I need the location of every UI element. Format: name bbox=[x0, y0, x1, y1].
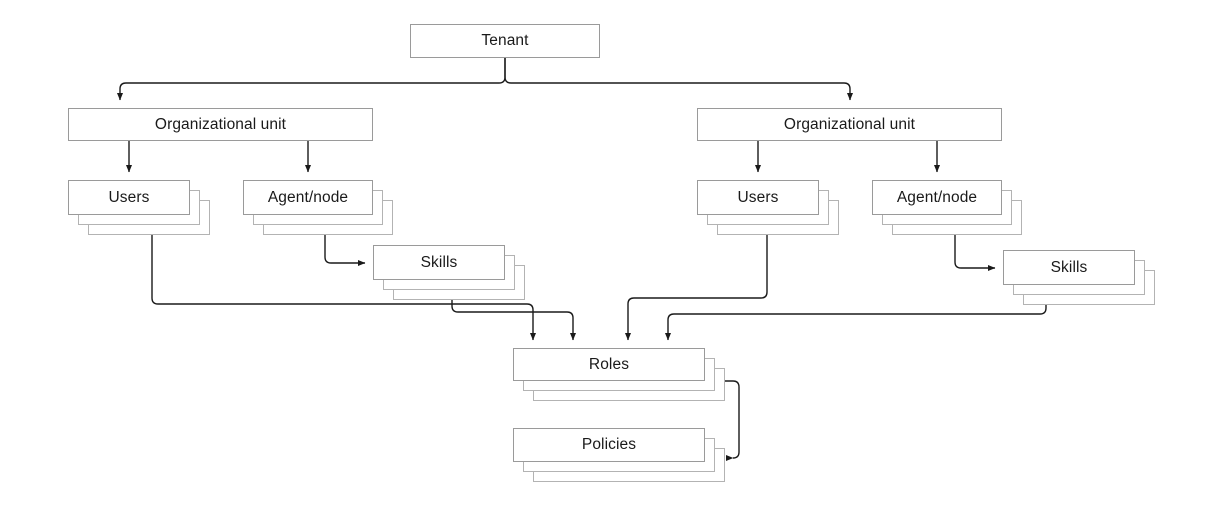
node-organizational-unit-right-label: Organizational unit bbox=[783, 115, 916, 133]
node-users-left-label: Users bbox=[108, 188, 150, 206]
edge-agent-right-to-skills-right bbox=[954, 235, 996, 272]
node-users-right-box[interactable]: Users bbox=[697, 180, 819, 215]
edge-agent-left-to-skills-left bbox=[324, 235, 366, 267]
edge-skills-left-to-roles bbox=[451, 300, 577, 341]
node-organizational-unit-left-label: Organizational unit bbox=[154, 115, 287, 133]
edge-tenant-to-ou-left bbox=[116, 58, 506, 101]
node-skills-left-label: Skills bbox=[420, 253, 458, 271]
node-users-right-label: Users bbox=[737, 188, 779, 206]
node-agent-node-left-box[interactable]: Agent/node bbox=[243, 180, 373, 215]
node-tenant-box[interactable]: Tenant bbox=[410, 24, 600, 58]
node-users-left-box[interactable]: Users bbox=[68, 180, 190, 215]
node-agent-node-right-label: Agent/node bbox=[896, 188, 978, 206]
node-skills-right-label: Skills bbox=[1050, 258, 1088, 276]
node-roles-label: Roles bbox=[588, 355, 630, 373]
node-agent-node-left-label: Agent/node bbox=[267, 188, 349, 206]
node-agent-node-right-box[interactable]: Agent/node bbox=[872, 180, 1002, 215]
node-skills-left-box[interactable]: Skills bbox=[373, 245, 505, 280]
node-roles-box[interactable]: Roles bbox=[513, 348, 705, 381]
node-policies-label: Policies bbox=[581, 436, 637, 454]
edge-tenant-to-ou-right bbox=[504, 58, 854, 101]
edge-roles-to-policies bbox=[725, 380, 741, 462]
node-organizational-unit-right-box[interactable]: Organizational unit bbox=[697, 108, 1002, 141]
node-skills-right-box[interactable]: Skills bbox=[1003, 250, 1135, 285]
edge-skills-right-to-roles bbox=[664, 305, 1047, 341]
node-policies-box[interactable]: Policies bbox=[513, 428, 705, 462]
edge-users-right-to-roles bbox=[624, 235, 768, 341]
node-organizational-unit-left-box[interactable]: Organizational unit bbox=[68, 108, 373, 141]
node-tenant-label: Tenant bbox=[481, 32, 529, 50]
